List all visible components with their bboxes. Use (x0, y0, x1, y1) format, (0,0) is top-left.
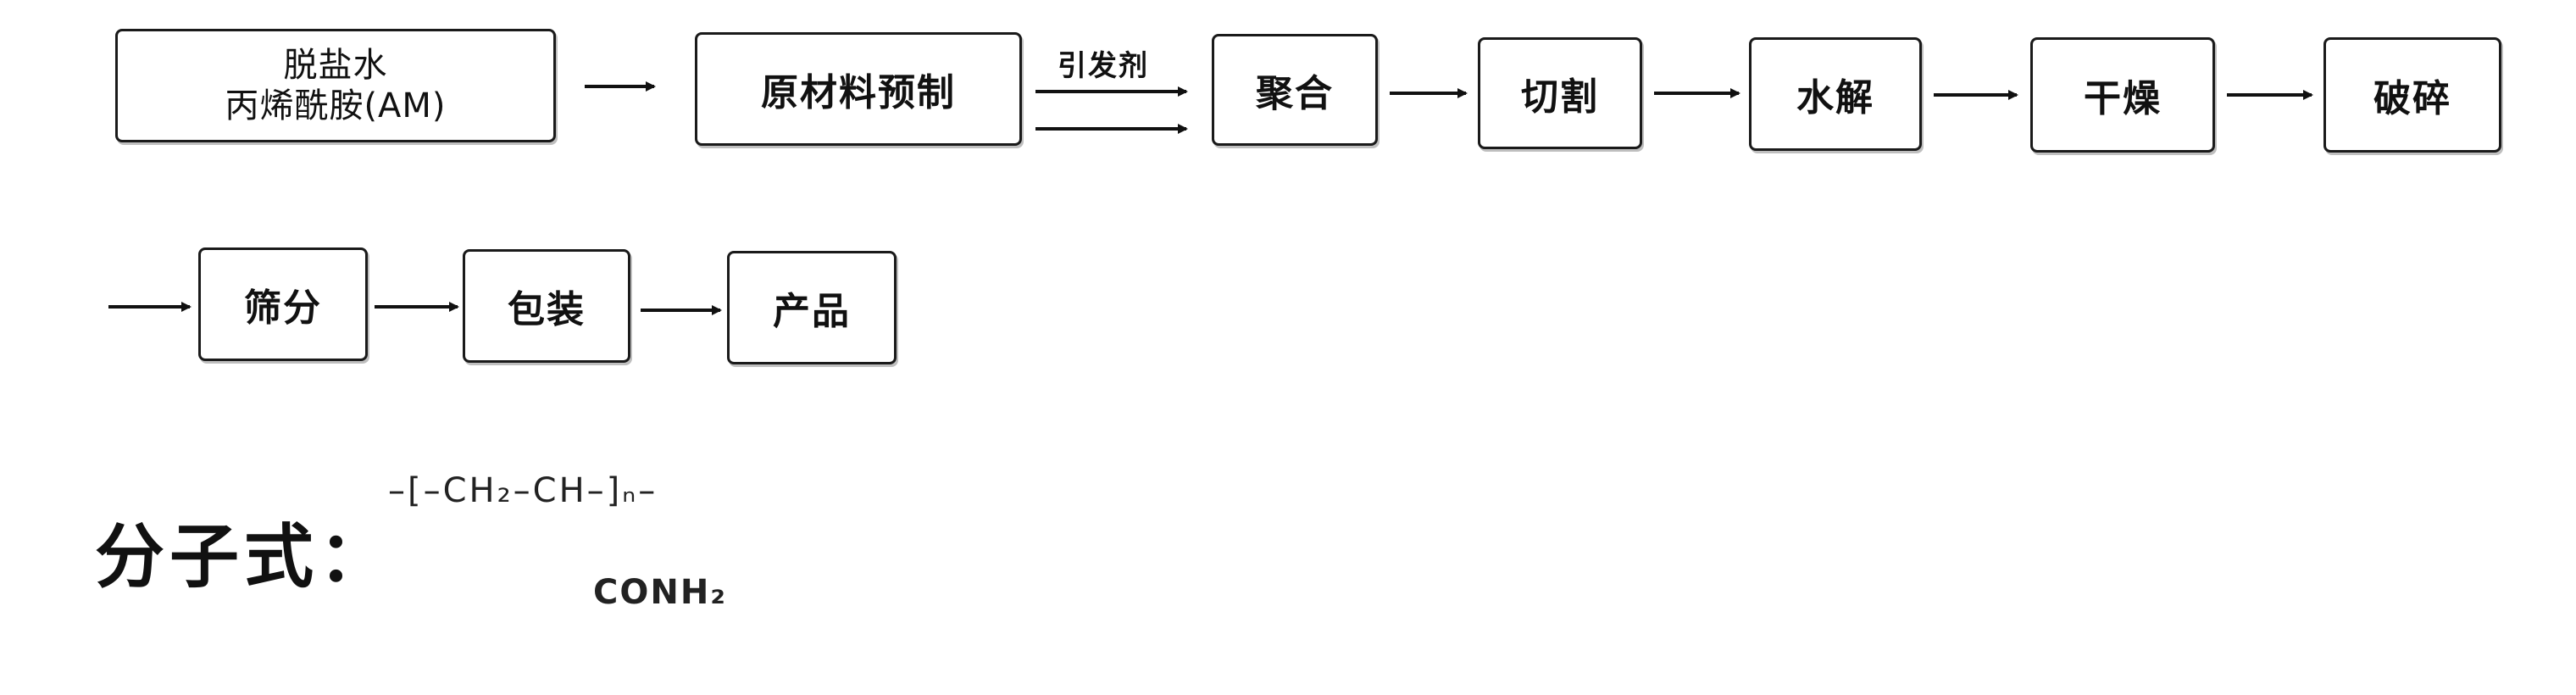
step-hydrolyze-label: 水解 (1796, 76, 1874, 120)
step-product-label: 产品 (773, 290, 851, 333)
step-polymerize-label: 聚合 (1256, 72, 1334, 115)
step-crush-label: 破碎 (2373, 77, 2451, 120)
formula-label: 分子式： (95, 517, 394, 598)
step-cut-label: 切割 (1521, 75, 1599, 119)
step-pack-box: 包装 (463, 249, 630, 363)
step-pack-label: 包装 (508, 288, 586, 331)
step-sieve-box: 筛分 (198, 247, 368, 361)
input-materials-box: 脱盐水 丙烯酰胺(AM) (115, 29, 556, 142)
step-product-box: 产品 (727, 251, 897, 364)
step-prep-box: 原材料预制 (695, 32, 1022, 146)
formula-chain: –[–CH₂–CH–]ₙ– (388, 471, 658, 510)
step-prep-label: 原材料预制 (761, 71, 956, 114)
formula-side-group: CONH₂ (593, 573, 727, 612)
input-line-1: 脱盐水 (283, 46, 388, 85)
step-dry-label: 干燥 (2084, 77, 2162, 120)
step-dry-box: 干燥 (2030, 37, 2215, 153)
initiator-label: 引发剂 (1058, 49, 1149, 83)
input-line-2: 丙烯酰胺(AM) (225, 86, 447, 125)
step-crush-box: 破碎 (2323, 37, 2501, 153)
step-hydrolyze-box: 水解 (1749, 37, 1922, 151)
step-cut-box: 切割 (1478, 37, 1642, 149)
step-polymerize-box: 聚合 (1212, 34, 1378, 146)
step-sieve-label: 筛分 (244, 286, 322, 330)
